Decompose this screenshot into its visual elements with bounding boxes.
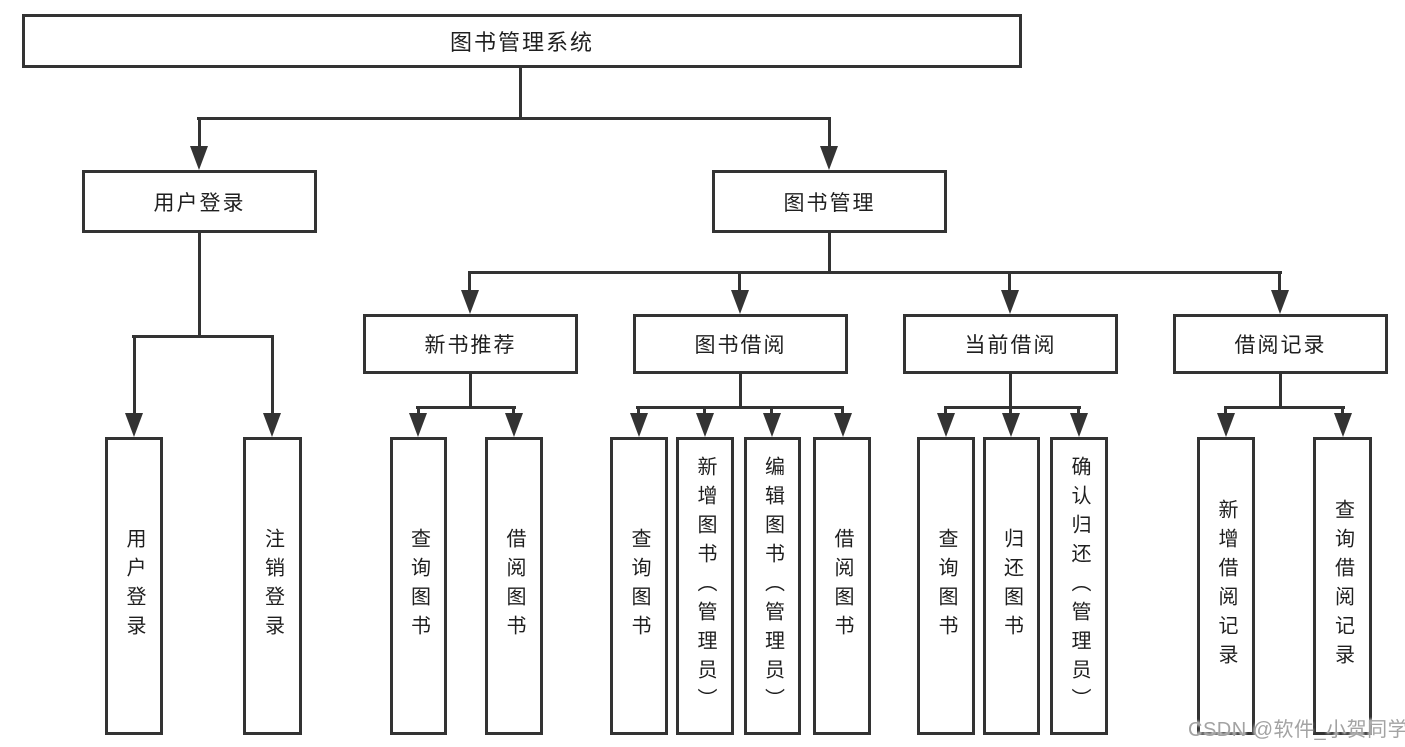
connector-line xyxy=(416,406,516,409)
node-label: 查询借阅记录 xyxy=(1331,499,1354,673)
connector-line xyxy=(1224,406,1227,416)
leaf-query-books-recommend: 查询图书 xyxy=(390,437,447,735)
arrow-down-icon xyxy=(1334,413,1352,437)
connector-line xyxy=(1224,406,1345,409)
connector-line xyxy=(944,406,947,416)
connector-line xyxy=(197,117,831,120)
arrow-down-icon xyxy=(505,413,523,437)
connector-line xyxy=(519,68,522,120)
node-label: 当前借阅 xyxy=(964,334,1057,357)
node-label: 注销登录 xyxy=(261,528,284,644)
arrow-down-icon xyxy=(763,413,781,437)
arrow-down-icon xyxy=(1271,290,1289,314)
arrow-down-icon xyxy=(125,413,143,437)
node-label: 借阅图书 xyxy=(831,528,853,644)
node-label: 用户登录 xyxy=(153,191,246,215)
arrow-down-icon xyxy=(696,413,714,437)
connector-line xyxy=(636,406,844,409)
connector-line xyxy=(512,406,515,416)
node-label: 归还图书 xyxy=(1000,528,1023,644)
connector-line xyxy=(198,117,201,149)
leaf-logout: 注销登录 xyxy=(243,437,302,735)
node-label: 图书管理 xyxy=(783,191,876,215)
connector-line xyxy=(828,233,831,273)
leaf-borrow-books-recommend: 借阅图书 xyxy=(485,437,543,735)
leaf-confirm-return-admin: 确认归还（管理员） xyxy=(1050,437,1108,735)
leaf-edit-books-admin: 编辑图书（管理员） xyxy=(744,437,801,735)
arrow-down-icon xyxy=(461,290,479,314)
leaf-return-books: 归还图书 xyxy=(983,437,1040,735)
leaf-query-borrow-record: 查询借阅记录 xyxy=(1313,437,1372,735)
connector-line xyxy=(468,271,471,293)
node-current-borrowing: 当前借阅 xyxy=(903,314,1118,374)
node-label: 图书管理系统 xyxy=(449,30,594,55)
node-library-system: 图书管理系统 xyxy=(22,14,1022,68)
node-new-book-recommendation: 新书推荐 xyxy=(363,314,578,374)
leaf-add-borrow-record: 新增借阅记录 xyxy=(1197,437,1255,735)
watermark: CSDN @软件_小贺同学 xyxy=(1188,719,1405,741)
node-label: 用户登录 xyxy=(123,528,145,644)
connector-line xyxy=(828,117,831,149)
arrow-down-icon xyxy=(263,413,281,437)
leaf-add-books-admin: 新增图书（管理员） xyxy=(676,437,734,735)
connector-line xyxy=(417,406,420,416)
leaf-user-login: 用户登录 xyxy=(105,437,163,735)
connector-line xyxy=(1341,406,1344,416)
arrow-down-icon xyxy=(190,146,208,170)
connector-line xyxy=(1009,374,1012,408)
node-label: 借阅记录 xyxy=(1234,334,1327,357)
connector-line xyxy=(944,406,1081,409)
connector-line xyxy=(1008,271,1011,293)
node-label: 新书推荐 xyxy=(424,334,517,357)
node-label: 新增图书（管理员） xyxy=(694,455,716,717)
connector-line xyxy=(1279,374,1282,408)
node-book-management: 图书管理 xyxy=(712,170,947,233)
connector-line xyxy=(132,335,274,338)
node-label: 新增借阅记录 xyxy=(1215,499,1237,673)
arrow-down-icon xyxy=(1217,413,1235,437)
arrow-down-icon xyxy=(630,413,648,437)
leaf-borrow-books: 借阅图书 xyxy=(813,437,871,735)
connector-line xyxy=(271,335,274,415)
connector-line xyxy=(841,406,844,416)
node-label: 图书借阅 xyxy=(694,334,787,357)
leaf-query-books-current: 查询图书 xyxy=(917,437,975,735)
node-label: 借阅图书 xyxy=(503,528,525,644)
arrow-down-icon xyxy=(1002,413,1020,437)
leaf-query-books-borrowing: 查询图书 xyxy=(610,437,668,735)
node-label: 查询图书 xyxy=(628,528,650,644)
arrow-down-icon xyxy=(731,290,749,314)
connector-line xyxy=(739,374,742,408)
node-book-borrowing: 图书借阅 xyxy=(633,314,848,374)
connector-line xyxy=(703,406,706,416)
connector-line xyxy=(198,233,201,337)
connector-line xyxy=(1278,271,1281,293)
node-label: 确认归还（管理员） xyxy=(1068,455,1090,717)
connector-line xyxy=(738,271,741,293)
node-borrowing-records: 借阅记录 xyxy=(1173,314,1388,374)
connector-line xyxy=(770,406,773,416)
arrow-down-icon xyxy=(937,413,955,437)
arrow-down-icon xyxy=(820,146,838,170)
node-label: 查询图书 xyxy=(407,528,430,644)
node-user-login: 用户登录 xyxy=(82,170,317,233)
node-label: 编辑图书（管理员） xyxy=(761,455,784,717)
arrow-down-icon xyxy=(834,413,852,437)
arrow-down-icon xyxy=(1001,290,1019,314)
connector-line xyxy=(133,335,136,415)
arrow-down-icon xyxy=(1070,413,1088,437)
connector-line xyxy=(1077,406,1080,416)
arrow-down-icon xyxy=(409,413,427,437)
connector-line xyxy=(1009,406,1012,416)
connector-line xyxy=(637,406,640,416)
connector-line xyxy=(469,374,472,408)
node-label: 查询图书 xyxy=(935,528,957,644)
connector-line xyxy=(468,271,1282,274)
